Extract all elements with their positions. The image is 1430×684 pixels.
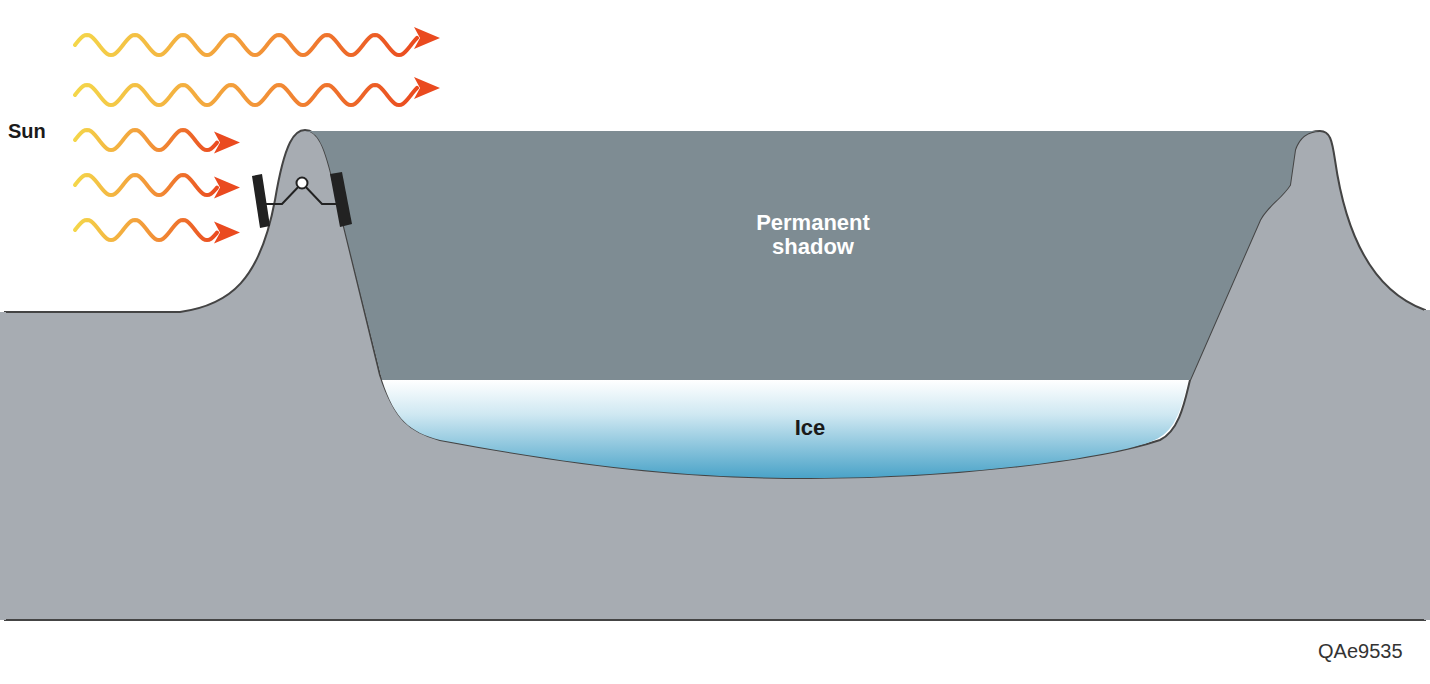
rover-body: [297, 178, 308, 189]
ray-arrowhead: [414, 27, 440, 49]
region-shape: [378, 376, 1193, 486]
ground-edge: [0, 312, 6, 620]
sun-ray: [75, 220, 217, 240]
ground: [5, 130, 1425, 620]
ice-region: Ice: [378, 376, 1193, 486]
sun-ray: [75, 85, 417, 105]
shadow-region: Permanent shadow: [295, 125, 1330, 385]
ray-arrowhead: [414, 77, 440, 99]
ground-edge: [1424, 310, 1430, 620]
sun-label: Sun: [8, 120, 46, 143]
sun-ray: [75, 35, 417, 55]
ray-arrowhead: [214, 132, 240, 154]
region-label: Permanent shadow: [733, 211, 893, 259]
sun-ray: [75, 175, 217, 195]
ray-arrowhead: [214, 222, 240, 244]
rover-wheel: [252, 174, 270, 228]
rover-wheel: [330, 172, 352, 227]
ray-arrowhead: [214, 177, 240, 199]
figure-id: QAe9535: [1318, 640, 1403, 663]
region-label: Ice: [795, 416, 826, 440]
sun-ray: [75, 130, 217, 150]
